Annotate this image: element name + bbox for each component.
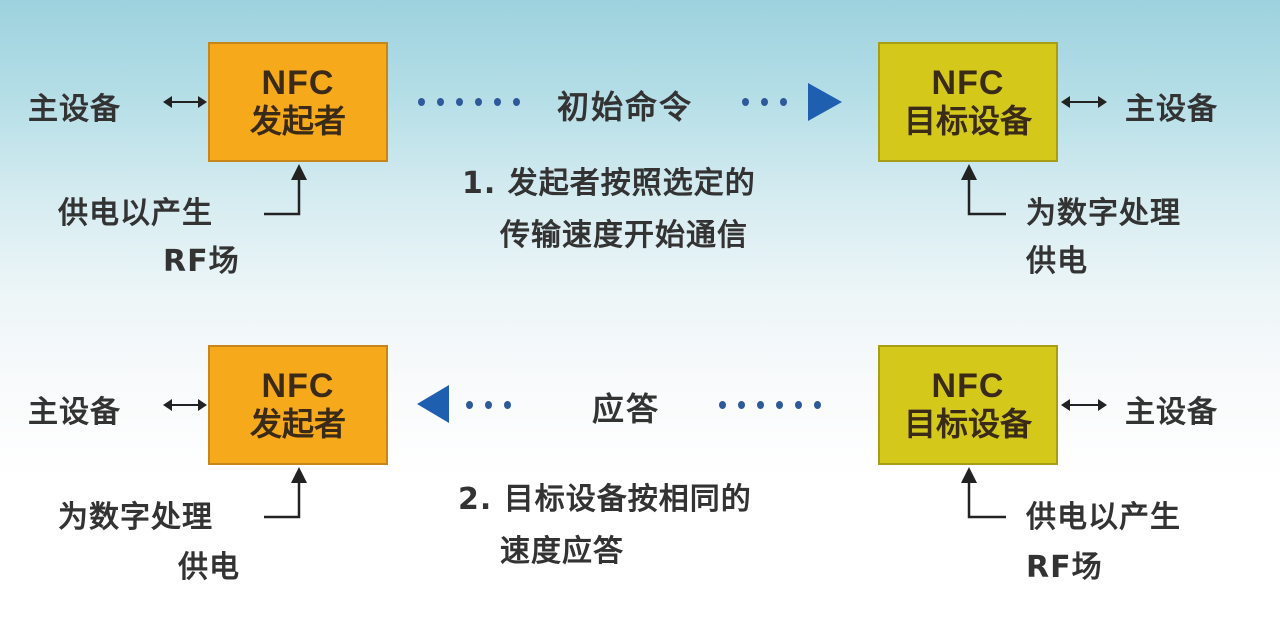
step2-message-label: 应答 [592,390,661,428]
step2-right-host-label: 主设备 [1125,395,1218,430]
step1-initiator-power-line2: RF场 [163,244,240,279]
step2-target-power-line2: RF场 [1026,550,1103,585]
step1-left-host-label: 主设备 [28,92,121,127]
step1-description-line2: 传输速度开始通信 [500,218,748,253]
step1-dotted-line-right [742,97,799,107]
target-nfc-label: NFC [931,367,1005,406]
initiator-nfc-label: NFC [261,367,335,406]
double-arrow-icon [1061,96,1107,108]
step1-right-host-label: 主设备 [1125,92,1218,127]
power-arrow-icon [961,164,1006,216]
power-arrow-icon [264,467,307,519]
step1-initiator-box: NFC 发起者 [208,42,388,162]
step2-description-line1: 2. 目标设备按相同的 [458,482,752,517]
double-arrow-icon [1061,399,1107,411]
step2-description-line2: 速度应答 [500,534,624,569]
step2-target-power-line1: 供电以产生 [1026,500,1181,535]
step1-dotted-line-left [418,97,532,107]
step2-dotted-line-left [466,400,523,410]
target-role-label: 目标设备 [903,102,1032,141]
initiator-role-label: 发起者 [249,405,346,444]
right-triangle-arrow-icon [808,83,842,121]
step2-left-host-label: 主设备 [28,395,121,430]
step2-initiator-box: NFC 发起者 [208,345,388,465]
double-arrow-icon [163,399,207,411]
step2-target-box: NFC 目标设备 [878,345,1058,465]
double-arrow-icon [163,96,207,108]
initiator-nfc-label: NFC [261,64,335,103]
step1-initiator-power-line1: 供电以产生 [58,196,213,231]
step1-description-line1: 1. 发起者按照选定的 [462,166,756,201]
step1-target-power-line2: 供电 [1026,244,1088,279]
step2-initiator-power-line2: 供电 [178,550,240,585]
step1-target-box: NFC 目标设备 [878,42,1058,162]
step2-dotted-line-right [719,400,833,410]
left-triangle-arrow-icon [417,385,449,423]
target-role-label: 目标设备 [903,405,1032,444]
step1-target-power-line1: 为数字处理 [1026,196,1181,231]
initiator-role-label: 发起者 [249,102,346,141]
power-arrow-icon [961,467,1006,519]
power-arrow-icon [264,164,307,216]
step2-initiator-power-line1: 为数字处理 [58,500,213,535]
target-nfc-label: NFC [931,64,1005,103]
step1-message-label: 初始命令 [557,88,694,126]
